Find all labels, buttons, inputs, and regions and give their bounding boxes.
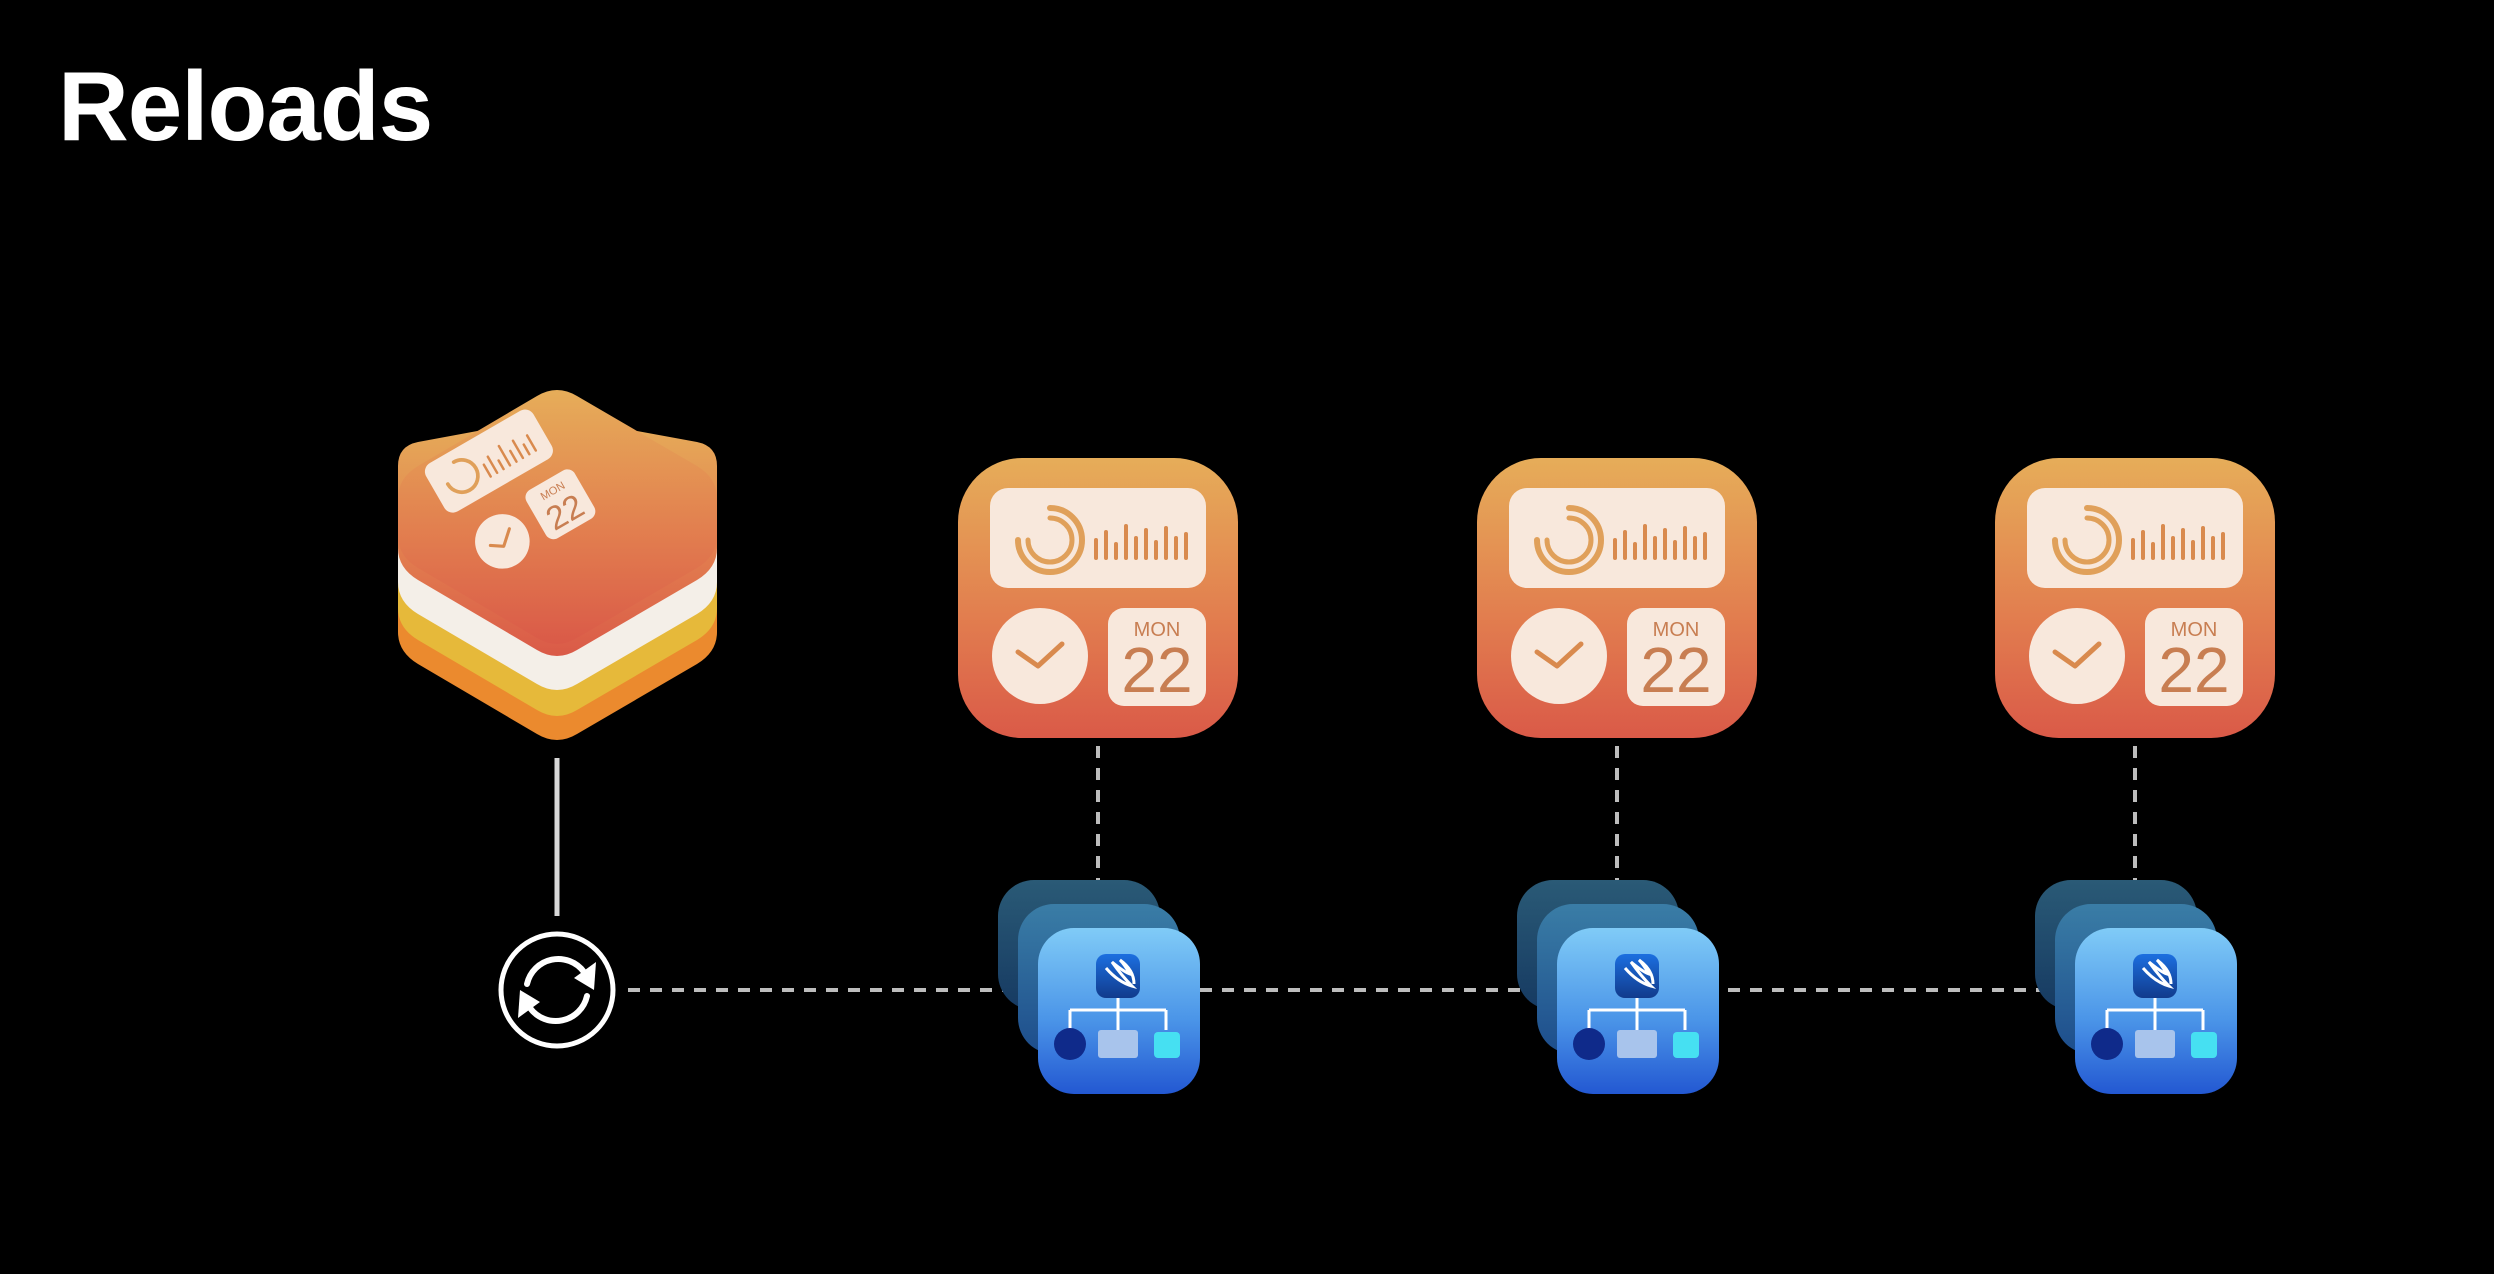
widget-icon: MON 22 [1995, 458, 2275, 738]
widget-weekday: MON [2171, 619, 2218, 641]
widget-day: 22 [1640, 634, 1711, 706]
timeline-entry-2: MON 22 [1477, 458, 1757, 1094]
timeline-entry-1: MON 22 [958, 458, 1238, 1094]
swiftui-view-hierarchy-icon [2035, 880, 2237, 1094]
widget-icon: MON 22 [958, 458, 1238, 738]
widget-weekday: MON [1653, 619, 1700, 641]
widgetkit-stack-icon: MON 22 [398, 390, 717, 740]
slide-title: Reloads [58, 51, 433, 161]
widget-icon: MON 22 [1477, 458, 1757, 738]
connector-lines [554, 746, 2137, 992]
timeline-entry-3: MON 22 [1995, 458, 2275, 1094]
swiftui-view-hierarchy-icon [1517, 880, 1719, 1094]
widget-day: 22 [1121, 634, 1192, 706]
widget-day: 22 [2158, 634, 2229, 706]
reload-button[interactable] [498, 931, 616, 1049]
swiftui-view-hierarchy-icon [998, 880, 1200, 1094]
refresh-arrows-icon [524, 956, 590, 1024]
widget-weekday: MON [1134, 619, 1181, 641]
